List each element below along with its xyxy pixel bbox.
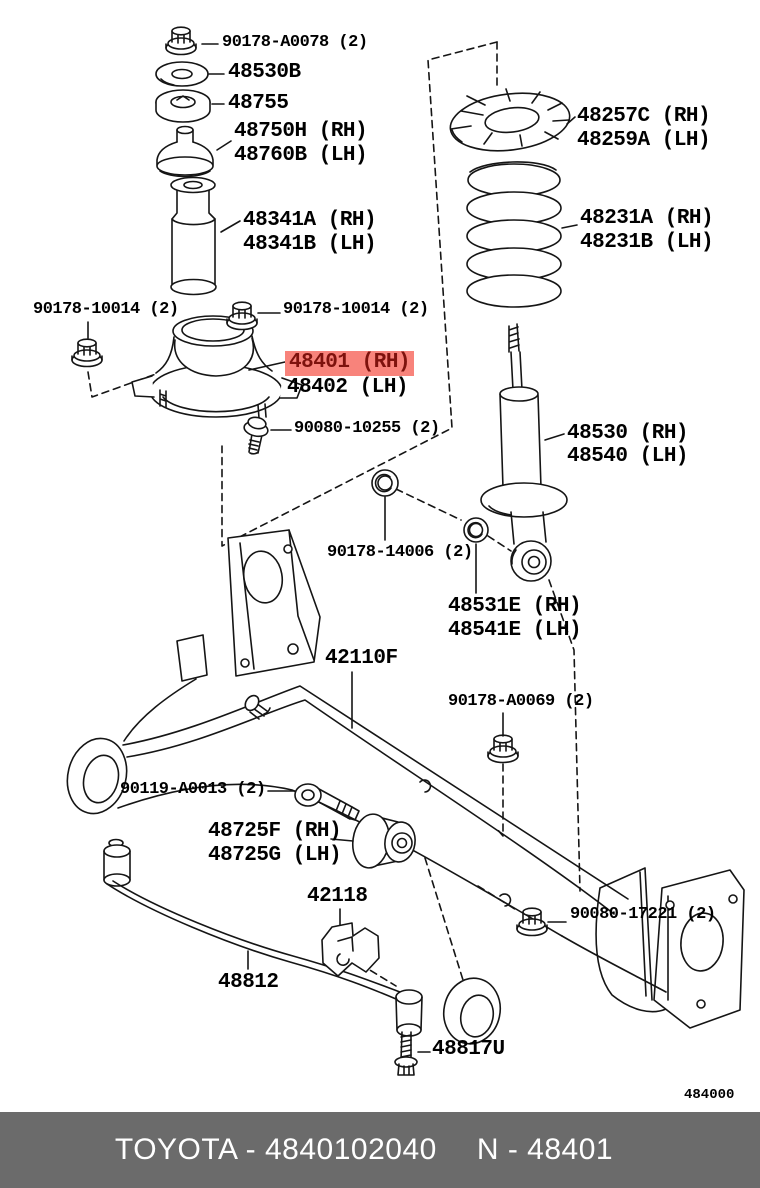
part-label-48540-lh[interactable]: 48540 (LH) xyxy=(567,445,689,468)
part-label-42110f[interactable]: 42110F xyxy=(325,647,398,670)
part-label-90080-10255-2[interactable]: 90080-10255 (2) xyxy=(294,419,440,438)
part-label-48401-rh[interactable]: 48401 (RH) xyxy=(285,351,415,377)
footer-text: TOYOTA - 4840102040 N - 48401 xyxy=(115,1133,613,1167)
shock-dust-boot-drawing xyxy=(170,176,217,296)
part-label-90178-a0069-2[interactable]: 90178-A0069 (2) xyxy=(448,692,594,711)
part-label-48530b[interactable]: 48530B xyxy=(228,61,301,84)
part-label-90178-14006-2[interactable]: 90178-14006 (2) xyxy=(327,543,473,562)
axle-bushing-drawing xyxy=(351,813,416,869)
footer-bar: TOYOTA - 4840102040 N - 48401 xyxy=(0,1112,760,1188)
part-label-48817u[interactable]: 48817U xyxy=(432,1038,505,1061)
shock-absorber-drawing xyxy=(480,323,568,582)
part-label-90119-a0013-2[interactable]: 90119-A0013 (2) xyxy=(120,780,266,799)
part-label-48257c-rh[interactable]: 48257C (RH) xyxy=(577,105,711,128)
part-label-48231b-lh[interactable]: 48231B (LH) xyxy=(580,231,714,254)
footer-reference: N - 48401 xyxy=(476,1133,614,1166)
link-bolt-drawing xyxy=(394,1031,418,1076)
part-label-48725g-lh[interactable]: 48725G (LH) xyxy=(208,844,342,867)
leader-lines xyxy=(87,43,578,1053)
part-label-48541e-lh[interactable]: 48541E (LH) xyxy=(448,619,582,642)
part-label-48760b-lh[interactable]: 48760B (LH) xyxy=(234,144,368,167)
part-label-48725f-rh[interactable]: 48725F (RH) xyxy=(208,820,342,843)
part-label-90178-10014-2[interactable]: 90178-10014 (2) xyxy=(283,300,429,319)
part-label-90178-10014-2[interactable]: 90178-10014 (2) xyxy=(33,300,179,319)
part-label-48341b-lh[interactable]: 48341B (LH) xyxy=(243,233,377,256)
washer-drawing xyxy=(371,469,489,543)
part-label-90178-a0078-2[interactable]: 90178-A0078 (2) xyxy=(222,33,368,52)
part-label-48750h-rh[interactable]: 48750H (RH) xyxy=(234,120,368,143)
bearing-drawing xyxy=(155,89,211,123)
spring-insulator-drawing xyxy=(449,88,571,152)
bolt-drawing xyxy=(294,783,360,821)
part-label-90080-17221-2[interactable]: 90080-17221 (2) xyxy=(570,905,716,924)
stabilizer-bar-drawing xyxy=(103,838,423,1037)
part-label-48530-rh[interactable]: 48530 (RH) xyxy=(567,422,689,445)
part-label-48231a-rh[interactable]: 48231A (RH) xyxy=(580,207,714,230)
part-label-48812[interactable]: 48812 xyxy=(218,971,279,994)
part-label-48755[interactable]: 48755 xyxy=(228,92,289,115)
part-label-48259a-lh[interactable]: 48259A (LH) xyxy=(577,129,711,152)
assembly-guide-lines xyxy=(87,41,581,987)
figure-code-484000: 484000 xyxy=(684,1087,735,1103)
washer-drawing xyxy=(155,61,209,87)
support-cushion-drawing xyxy=(156,125,214,178)
part-label-48531e-rh[interactable]: 48531E (RH) xyxy=(448,595,582,618)
axle-beam-drawing xyxy=(66,529,745,1045)
stabilizer-clamp-drawing xyxy=(321,922,380,977)
coil-spring-drawing xyxy=(466,161,562,308)
part-label-48341a-rh[interactable]: 48341A (RH) xyxy=(243,209,377,232)
part-label-42118[interactable]: 42118 xyxy=(307,885,368,908)
footer-part-number: TOYOTA - 4840102040 xyxy=(114,1133,437,1166)
part-label-48402-lh[interactable]: 48402 (LH) xyxy=(287,376,409,399)
flange-bolt-drawing xyxy=(243,416,269,455)
